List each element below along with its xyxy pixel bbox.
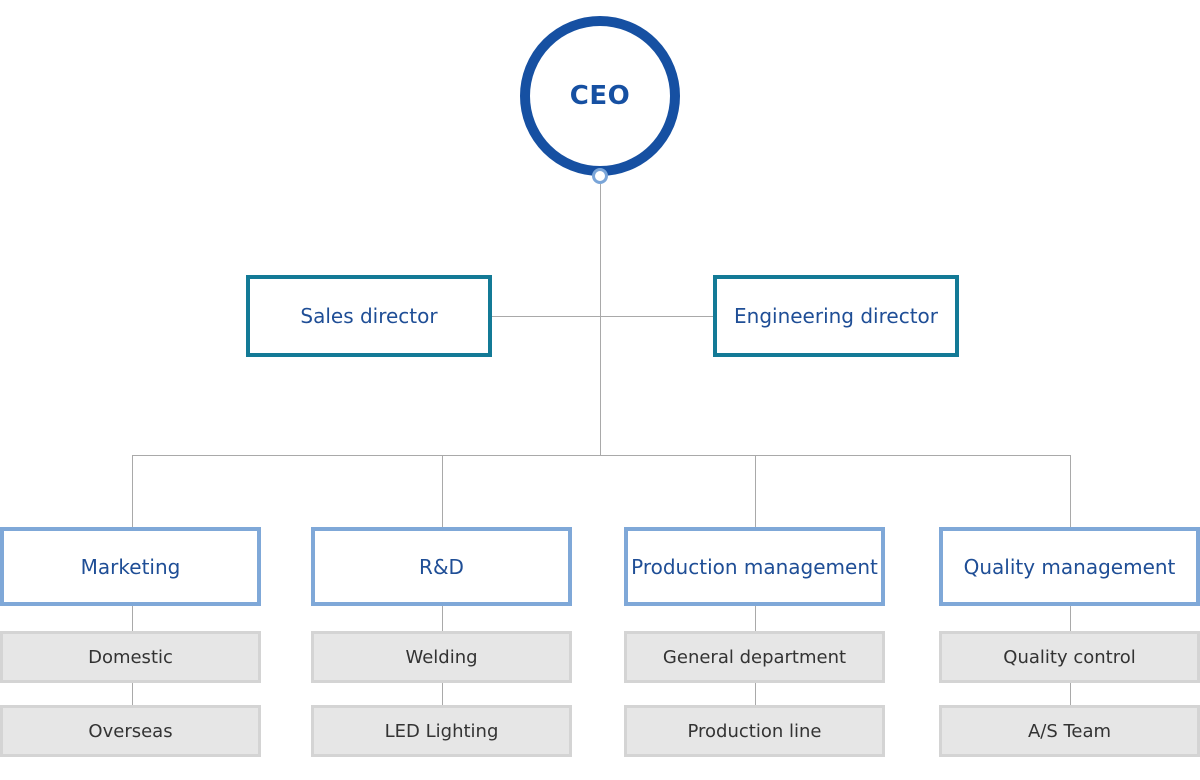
department-label: Quality management [963, 554, 1176, 579]
team-led-lighting: LED Lighting [311, 705, 572, 757]
team-label: Quality control [1003, 646, 1136, 668]
sales-director-label: Sales director [300, 304, 438, 328]
team-label: LED Lighting [384, 720, 499, 742]
team-welding: Welding [311, 631, 572, 683]
team-domestic: Domestic [0, 631, 261, 683]
department-rnd: R&D [311, 527, 572, 606]
team-label: A/S Team [1027, 720, 1112, 742]
team-overseas: Overseas [0, 705, 261, 757]
department-production-management: Production management [624, 527, 885, 606]
team-as-team: A/S Team [939, 705, 1200, 757]
ceo-connector-dot [592, 168, 608, 184]
team-label: Welding [405, 646, 478, 668]
sales-director-node: Sales director [246, 275, 492, 357]
department-marketing: Marketing [0, 527, 261, 606]
team-production-line: Production line [624, 705, 885, 757]
engineering-director-label: Engineering director [734, 304, 938, 328]
team-general-department: General department [624, 631, 885, 683]
department-label: Marketing [80, 554, 181, 579]
team-quality-control: Quality control [939, 631, 1200, 683]
team-label: General department [662, 646, 847, 668]
team-label: Domestic [88, 646, 173, 668]
team-label: Production line [687, 720, 822, 742]
department-label: Production management [631, 554, 878, 579]
ceo-label: CEO [569, 81, 631, 111]
department-label: R&D [419, 554, 464, 579]
engineering-director-node: Engineering director [713, 275, 959, 357]
department-quality-management: Quality management [939, 527, 1200, 606]
team-label: Overseas [88, 720, 173, 742]
ceo-node: CEO [520, 16, 680, 176]
